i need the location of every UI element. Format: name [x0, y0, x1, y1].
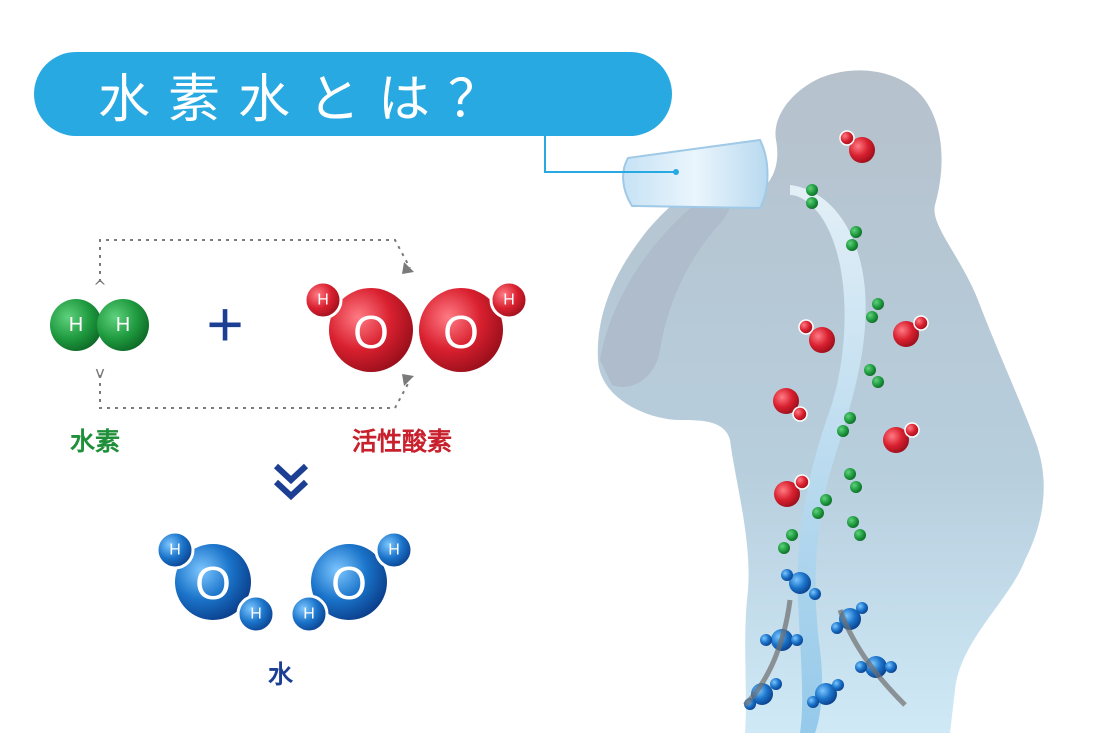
plus-sign: + [206, 288, 243, 360]
cup-icon [622, 138, 769, 210]
svg-text:O: O [331, 557, 367, 609]
svg-text:H: H [169, 542, 181, 559]
connector-dot [673, 169, 679, 175]
arrow-up-glyph: ^ [93, 277, 106, 296]
svg-text:O: O [195, 557, 231, 609]
svg-text:H: H [503, 292, 515, 309]
water-label: 水 [268, 660, 294, 689]
svg-text:H: H [250, 606, 262, 623]
hydrogen-label: 水素 [70, 427, 121, 456]
reaction-arrow-bottom [99, 375, 411, 409]
svg-text:O: O [443, 306, 479, 358]
title-connector-line [544, 136, 676, 173]
body-active-oxygen [773, 130, 929, 507]
svg-text:O: O [353, 306, 389, 358]
title-banner: 水素水とは？ [34, 52, 672, 136]
reaction-arrow-top [99, 239, 411, 282]
title-text: 水素水とは？ [98, 69, 519, 130]
arrow-head-top [402, 262, 414, 274]
double-chevron-down-icon [273, 463, 309, 501]
water-molecule-left: O H H [155, 530, 276, 634]
flow-arrows [743, 599, 907, 707]
active-oxygen-molecule: O H O H [303, 280, 529, 372]
h-atom-label: H [116, 314, 130, 336]
svg-text:H: H [303, 606, 315, 623]
h-atom-label: H [69, 314, 83, 336]
svg-text:H: H [388, 542, 400, 559]
water-molecule-right: O H H [289, 530, 414, 634]
water-stream [790, 185, 866, 733]
arrow-down-glyph: v [95, 363, 104, 382]
arm-silhouette [600, 191, 731, 387]
body-hydrogen [778, 184, 884, 554]
active-oxygen-label: 活性酸素 [352, 427, 453, 456]
hydrogen-molecule: H H [50, 299, 149, 351]
arrow-head-bottom [402, 374, 414, 386]
svg-text:H: H [317, 292, 329, 309]
